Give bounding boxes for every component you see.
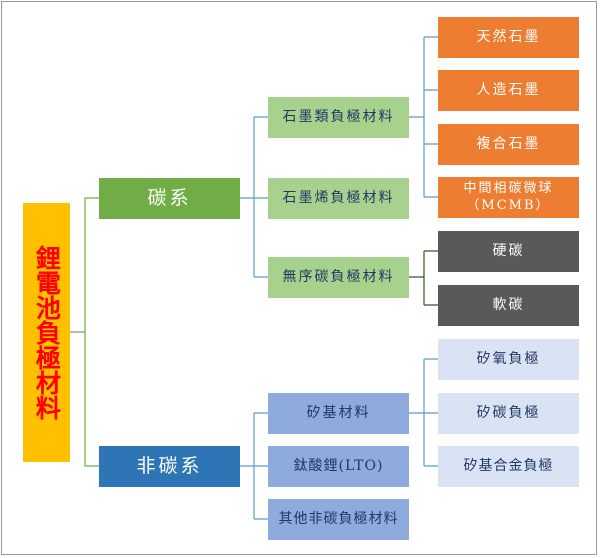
root-node: 鋰電池負極材料 [23,203,70,462]
connector-root-noncarbon [84,332,99,467]
silicon-carbon-node: 矽碳負極 [438,393,579,434]
silicon-alloy-node: 矽基合金負極 [438,446,579,487]
composite-graphite-node: 複合石墨 [438,124,579,165]
hard-carbon-node: 硬碳 [438,231,579,272]
silicon-based-node: 矽基材料 [268,393,409,434]
silicon-oxide-node: 矽氧負極 [438,339,579,380]
soft-carbon-node: 軟碳 [438,285,579,326]
natural-graphite-node: 天然石墨 [438,17,579,58]
connector-root-carbon [70,197,99,333]
other-non-carbon-node: 其他非碳負極材料 [268,499,409,540]
graphite-node: 石墨類負極材料 [268,97,409,138]
carbon-node: 碳系 [99,178,240,219]
amorphous-carbon-node: 無序碳負極材料 [268,257,409,298]
connector-noncarbon-children [240,412,268,520]
lto-node: 鈦酸鋰(LTO) [268,446,409,487]
non-carbon-node: 非碳系 [99,446,240,487]
artificial-graphite-node: 人造石墨 [438,70,579,111]
mcmb-node: 中間相碳微球 （MCMB） [438,177,579,218]
connector-graphite-children [409,36,438,198]
connector-silicon-children [409,358,438,467]
connector-carbon-children [240,116,268,278]
connector-amorphous-children [409,250,438,306]
graphene-node: 石墨烯負極材料 [268,178,409,219]
